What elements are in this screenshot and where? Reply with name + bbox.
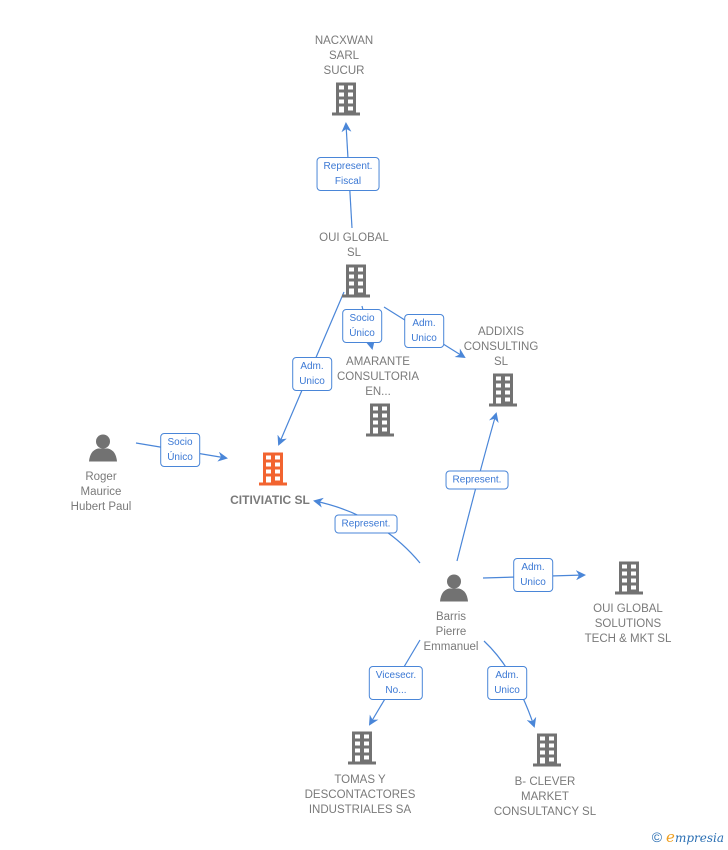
person-icon[interactable]	[439, 573, 469, 608]
building-icon[interactable]	[614, 560, 644, 601]
node-label-oui_solutions[interactable]: OUI GLOBAL SOLUTIONS TECH & MKT SL	[584, 603, 672, 645]
node-label-addixis[interactable]: ADDIXIS CONSULTING SL	[463, 326, 539, 368]
node-label-citiviatic[interactable]: CITIVIATIC SL	[230, 493, 310, 507]
building-icon[interactable]	[488, 372, 518, 413]
node-label-tomas[interactable]: TOMAS Y DESCONTACTORES INDUSTRIALES SA	[304, 774, 416, 816]
copyright-icon: ©	[651, 829, 663, 845]
building-icon[interactable]	[532, 732, 562, 773]
relationship-label[interactable]: Adm. Unico	[292, 357, 332, 391]
node-label-nacxwan[interactable]: NACXWAN SARL SUCUR	[314, 35, 374, 77]
footer-brand: © empresia	[652, 828, 724, 846]
empresia-logo[interactable]: empresia	[666, 828, 724, 846]
building-icon[interactable]	[347, 730, 377, 771]
relationship-label[interactable]: Socio Único	[342, 309, 382, 343]
relationship-label[interactable]: Represent.	[445, 470, 509, 490]
node-label-amarante[interactable]: AMARANTE CONSULTORIA EN...	[336, 356, 420, 398]
node-label-barris[interactable]: Barris Pierre Emmanuel	[423, 611, 479, 653]
node-label-oui_global[interactable]: OUI GLOBAL SL	[319, 232, 389, 259]
building-icon[interactable]	[258, 451, 288, 492]
person-icon[interactable]	[88, 433, 118, 468]
building-icon[interactable]	[341, 263, 371, 304]
building-icon[interactable]	[365, 402, 395, 443]
relationship-label[interactable]: Represent. Fiscal	[316, 157, 380, 191]
node-label-roger[interactable]: Roger Maurice Hubert Paul	[70, 471, 132, 513]
relationship-label[interactable]: Adm. Unico	[513, 558, 553, 592]
node-label-bclever[interactable]: B- CLEVER MARKET CONSULTANCY SL	[493, 776, 597, 818]
relationship-label[interactable]: Vicesecr. No...	[368, 666, 424, 700]
building-icon[interactable]	[331, 81, 361, 122]
relationship-label[interactable]: Represent.	[334, 514, 398, 534]
relationship-label[interactable]: Socio Único	[160, 433, 200, 467]
relationship-label[interactable]: Adm. Unico	[404, 314, 444, 348]
relationship-label[interactable]: Adm. Unico	[487, 666, 527, 700]
